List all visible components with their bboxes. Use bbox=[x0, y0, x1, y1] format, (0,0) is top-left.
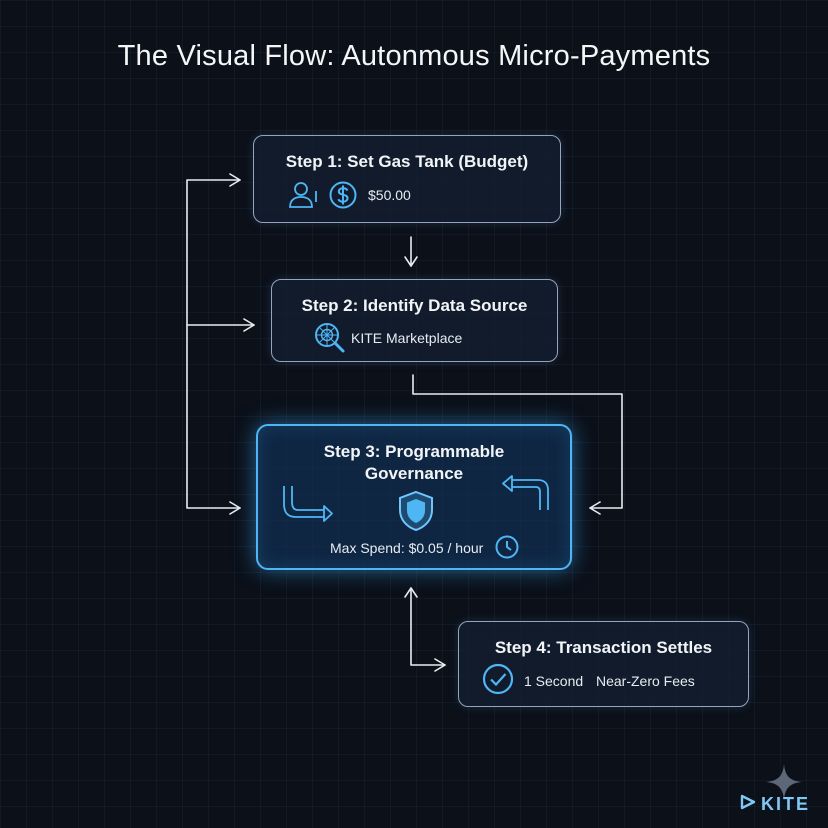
step1-title: Step 1: Set Gas Tank (Budget) bbox=[285, 152, 529, 171]
arrow-up-to-step3 bbox=[404, 587, 418, 598]
data-source-value: KITE Marketplace bbox=[351, 330, 463, 346]
dollar-icon bbox=[328, 180, 358, 215]
step3-title-line2: Governance bbox=[364, 464, 464, 483]
arrow-to-step3-left bbox=[229, 501, 241, 515]
step3-card: Step 3: Programmable Governance Max Spen… bbox=[256, 424, 572, 570]
arrow-to-step4 bbox=[434, 658, 446, 672]
clock-icon bbox=[494, 534, 520, 565]
step2-card: Step 2: Identify Data Source KITE Market… bbox=[271, 279, 558, 362]
return-arrow-icon bbox=[498, 474, 554, 519]
settle-time: 1 Second bbox=[524, 673, 584, 689]
arrow-to-step2-top bbox=[404, 256, 418, 267]
marketplace-search-icon bbox=[312, 320, 346, 359]
step4-title: Step 4: Transaction Settles bbox=[494, 638, 713, 657]
page-title: The Visual Flow: Autonmous Micro-Payment… bbox=[117, 40, 711, 72]
kite-logo-text: KITE bbox=[760, 794, 810, 814]
left-loop-line bbox=[186, 179, 241, 509]
arrow-to-step3-right bbox=[589, 501, 601, 515]
arrow-to-step2 bbox=[243, 318, 255, 332]
kite-logo-icon bbox=[739, 793, 757, 816]
step2-to-step3-line bbox=[412, 374, 623, 509]
step3-title-line1: Step 3: Programmable bbox=[323, 442, 505, 461]
step2-title: Step 2: Identify Data Source bbox=[301, 296, 528, 315]
arrow-to-step1 bbox=[229, 173, 241, 187]
checkmark-icon bbox=[481, 662, 515, 701]
budget-value: $50.00 bbox=[368, 187, 411, 203]
shield-icon bbox=[398, 490, 434, 537]
fee-level: Near-Zero Fees bbox=[596, 673, 695, 689]
sparkle-icon bbox=[764, 762, 804, 807]
step3-to-step4-line bbox=[410, 587, 446, 666]
kite-logo: KITE bbox=[739, 793, 810, 816]
user-icon bbox=[288, 180, 318, 215]
step1-card: Step 1: Set Gas Tank (Budget) $50.00 bbox=[253, 135, 561, 223]
turn-right-arrow-icon bbox=[278, 484, 338, 529]
step4-card: Step 4: Transaction Settles 1 Second Nea… bbox=[458, 621, 749, 707]
max-spend-value: Max Spend: $0.05 / hour bbox=[330, 540, 484, 556]
